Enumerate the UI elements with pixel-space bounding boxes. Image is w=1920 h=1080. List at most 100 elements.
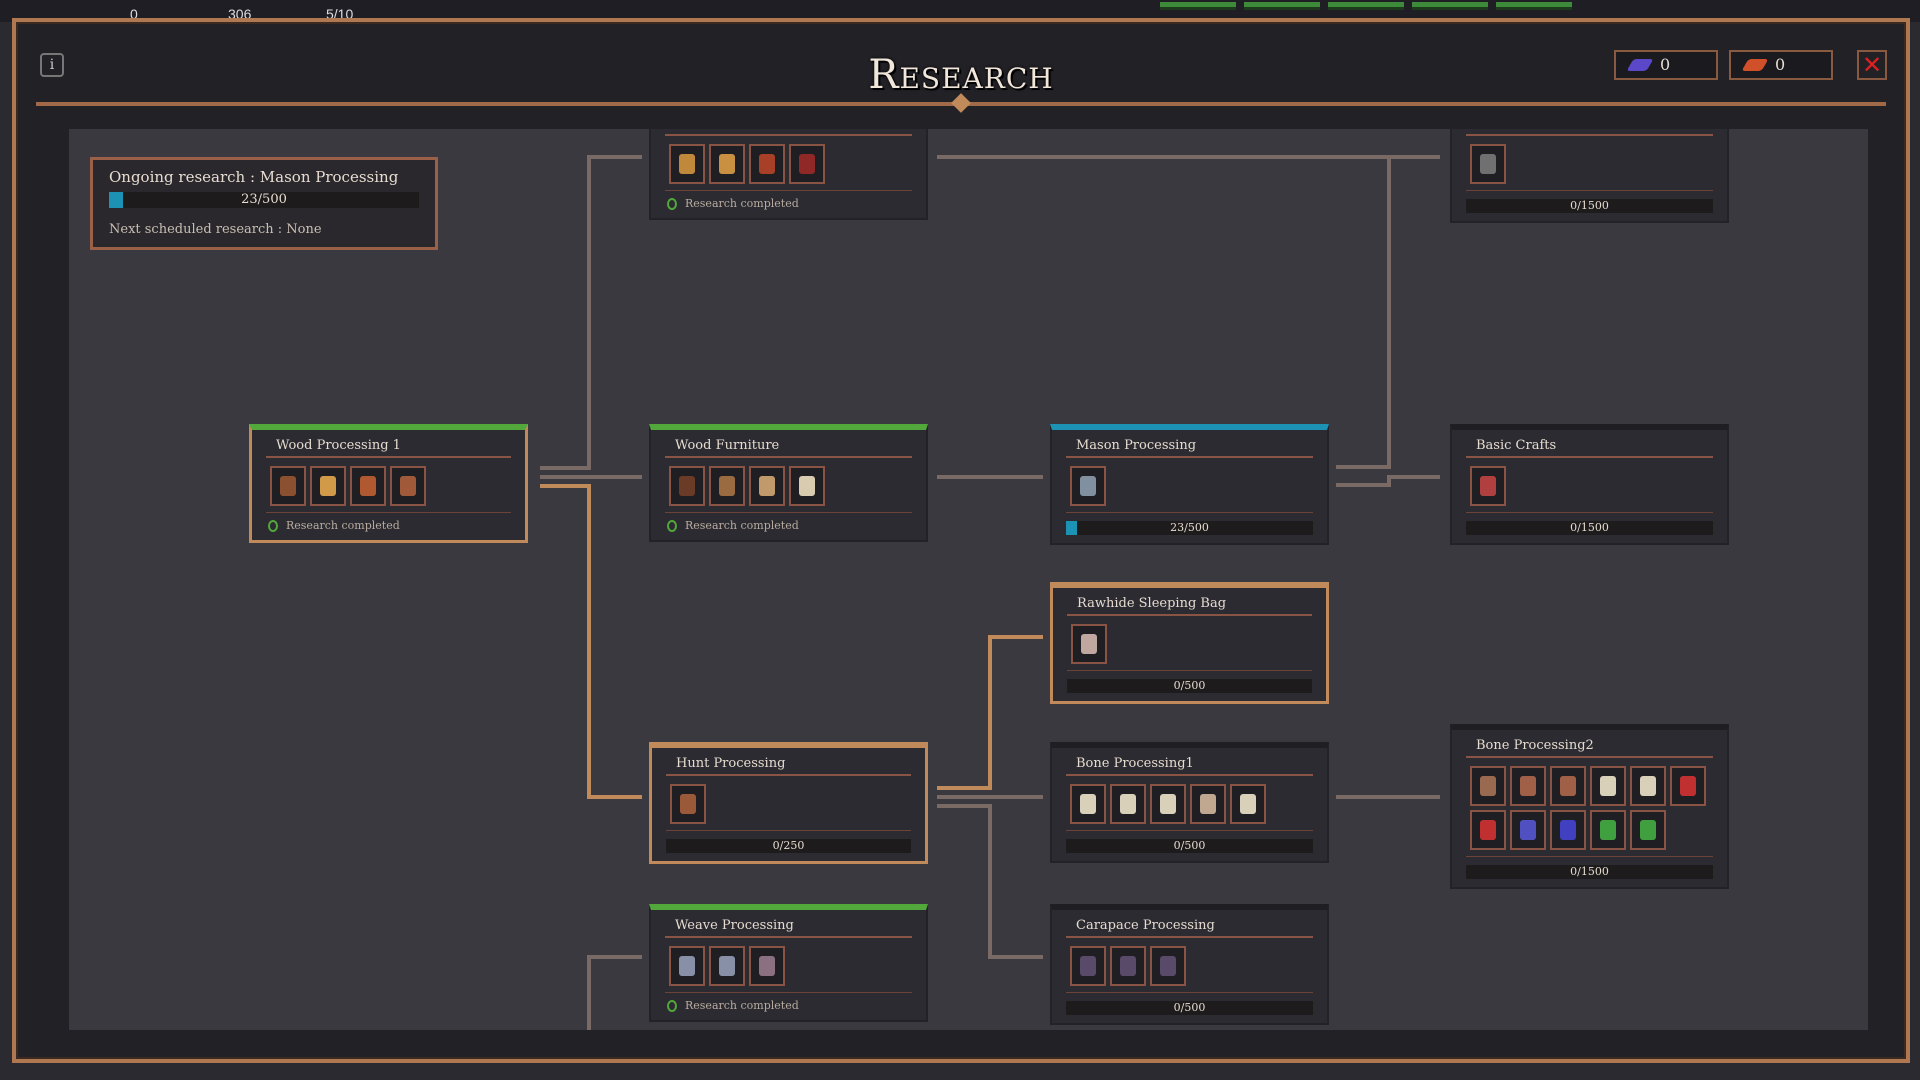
node-progress-bar: 23/500 (1066, 521, 1313, 535)
unlock-item-icon[interactable] (1670, 766, 1706, 806)
info-icon[interactable]: i (40, 53, 64, 77)
status-text: Research completed (286, 519, 400, 532)
unlock-item-icon[interactable] (310, 466, 346, 506)
unlock-item-icon[interactable] (789, 144, 825, 184)
unlock-item-icon[interactable] (1150, 784, 1186, 824)
unlock-item-icon[interactable] (1110, 784, 1146, 824)
unlock-item-icon[interactable] (749, 946, 785, 986)
status-text: Research completed (685, 519, 799, 532)
unlock-item-icon[interactable] (1630, 810, 1666, 850)
unlock-icons (1452, 758, 1727, 856)
research-node-top-right[interactable]: 0/1500 (1450, 129, 1729, 223)
research-node-wood-processing-1[interactable]: Wood Processing 1 Research completed (249, 424, 528, 543)
ornament-line (1066, 936, 1313, 938)
unlock-item-icon[interactable] (1070, 946, 1106, 986)
unlock-item-icon[interactable] (1550, 766, 1586, 806)
status-text: Research completed (685, 197, 799, 210)
unlock-item-icon[interactable] (669, 144, 705, 184)
unlock-item-icon[interactable] (1230, 784, 1266, 824)
unlock-item-icon[interactable] (669, 466, 705, 506)
ornament-line (665, 134, 912, 136)
unlock-item-icon[interactable] (669, 946, 705, 986)
node-title: Mason Processing (1076, 438, 1197, 453)
link (937, 155, 1440, 469)
unlock-item-icon[interactable] (709, 466, 745, 506)
unlock-item-icon[interactable] (670, 784, 706, 824)
divider (266, 512, 511, 513)
unlock-item-icon[interactable] (270, 466, 306, 506)
ornament-line (665, 936, 912, 938)
node-title: Bone Processing1 (1076, 756, 1194, 771)
unlock-item-icon[interactable] (1510, 766, 1546, 806)
research-node-top-left[interactable]: Research completed (649, 129, 928, 220)
blue-scroll-icon (1626, 59, 1654, 71)
currency-value: 0 (1775, 55, 1786, 74)
header-divider (36, 93, 1886, 113)
unlock-item-icon[interactable] (1071, 624, 1107, 664)
research-node-carapace-processing[interactable]: Carapace Processing 0/500 (1050, 904, 1329, 1025)
unlock-icons (1452, 458, 1727, 512)
unlock-item-icon[interactable] (390, 466, 426, 506)
node-title: Wood Processing 1 (276, 438, 401, 453)
divider (665, 190, 912, 191)
research-node-mason-processing[interactable]: Mason Processing 23/500 (1050, 424, 1329, 545)
progress-text: 0/500 (1173, 839, 1206, 852)
research-tree-canvas[interactable]: Ongoing research : Mason Processing 23/5… (69, 129, 1868, 1030)
unlock-item-icon[interactable] (1470, 466, 1506, 506)
unlock-icons (1053, 616, 1326, 670)
ongoing-research-panel: Ongoing research : Mason Processing 23/5… (90, 157, 438, 250)
unlock-item-icon[interactable] (1590, 766, 1626, 806)
node-title: Hunt Processing (676, 756, 786, 771)
divider (1066, 992, 1313, 993)
unlock-item-icon[interactable] (789, 466, 825, 506)
unlock-item-icon[interactable] (1150, 946, 1186, 986)
node-progress-bar: 0/1500 (1466, 865, 1713, 879)
node-progress-bar: 0/500 (1066, 1001, 1313, 1015)
divider (1466, 190, 1713, 191)
unlock-item-icon[interactable] (1070, 466, 1106, 506)
completed-icon (667, 197, 677, 210)
hud-resource-a: 0 (130, 6, 138, 22)
progress-text: 23/500 (241, 192, 287, 207)
unlock-item-icon[interactable] (709, 946, 745, 986)
unlock-item-icon[interactable] (1470, 144, 1506, 184)
research-node-hunt-processing[interactable]: Hunt Processing 0/250 (649, 742, 928, 864)
unlock-item-icon[interactable] (1590, 810, 1626, 850)
ornament-line (266, 456, 511, 458)
research-node-bone-processing1[interactable]: Bone Processing1 0/500 (1050, 742, 1329, 863)
unlock-icons (651, 136, 926, 190)
next-scheduled: Next scheduled research : None (109, 222, 322, 237)
close-button[interactable]: ✕ (1857, 50, 1887, 80)
ongoing-label: Ongoing research : Mason Processing (109, 168, 399, 186)
completed-icon (667, 519, 677, 532)
ornament-line (1067, 614, 1312, 616)
hud-bar (1328, 2, 1404, 10)
node-title: Carapace Processing (1076, 918, 1215, 933)
unlock-item-icon[interactable] (1630, 766, 1666, 806)
node-progress-bar: 0/1500 (1466, 199, 1713, 213)
divider (665, 992, 912, 993)
unlock-item-icon[interactable] (749, 466, 785, 506)
hud-bar (1496, 2, 1572, 10)
unlock-item-icon[interactable] (1110, 946, 1146, 986)
progress-text: 0/1500 (1570, 199, 1609, 212)
node-progress-bar: 0/250 (666, 839, 911, 853)
progress-text: 0/1500 (1570, 521, 1609, 534)
unlock-item-icon[interactable] (1190, 784, 1226, 824)
unlock-item-icon[interactable] (1470, 766, 1506, 806)
node-progress-bar: 0/500 (1066, 839, 1313, 853)
unlock-item-icon[interactable] (749, 144, 785, 184)
unlock-item-icon[interactable] (350, 466, 386, 506)
unlock-item-icon[interactable] (1070, 784, 1106, 824)
divider (1066, 512, 1313, 513)
unlock-item-icon[interactable] (1470, 810, 1506, 850)
unlock-item-icon[interactable] (1550, 810, 1586, 850)
unlock-item-icon[interactable] (709, 144, 745, 184)
ornament-line (665, 456, 912, 458)
unlock-item-icon[interactable] (1510, 810, 1546, 850)
